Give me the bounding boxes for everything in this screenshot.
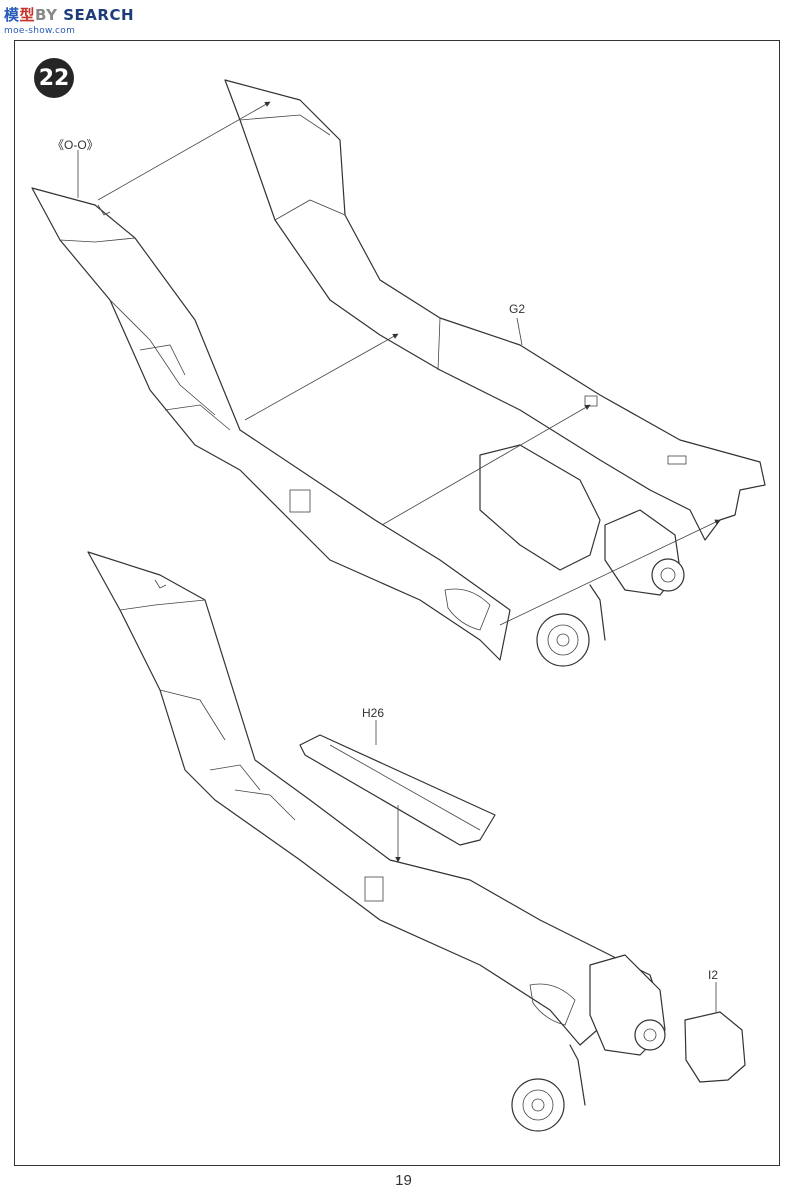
site-watermark: 模型BY SEARCH [4,4,134,24]
step-number-badge: 22 [34,58,74,98]
callout-i2: I2 [708,968,719,982]
page-frame [14,40,780,1166]
site-url: moe-show.com [4,26,76,36]
callout-h26: H26 [362,706,385,720]
lower-intake-gear-nose [511,954,746,1132]
page-number: 19 [395,1172,412,1189]
arrow-icon [97,101,271,201]
upper-intake-and-gear [479,444,685,667]
logo-by: BY [35,5,58,24]
upper-assembly-arrows [77,101,721,626]
callout-g2: G2 [509,302,526,316]
logo-char-a: 模 [4,5,20,24]
lower-assembly-arrows [375,720,717,1012]
step-number: 22 [38,65,70,91]
arrow-icon [381,404,591,526]
callout-o-o: 《O-O》 [52,138,99,152]
arrow-icon [499,519,721,626]
logo-char-b: 型 [19,5,36,24]
logo-search-text: SEARCH [63,5,135,24]
upper-fuselage-left-half [31,187,511,661]
site-logo: 模型BY SEARCH [4,4,134,25]
arrow-icon [244,333,399,421]
lower-panel-h26 [299,734,496,846]
upper-fuselage-right-half-g2 [224,79,766,541]
